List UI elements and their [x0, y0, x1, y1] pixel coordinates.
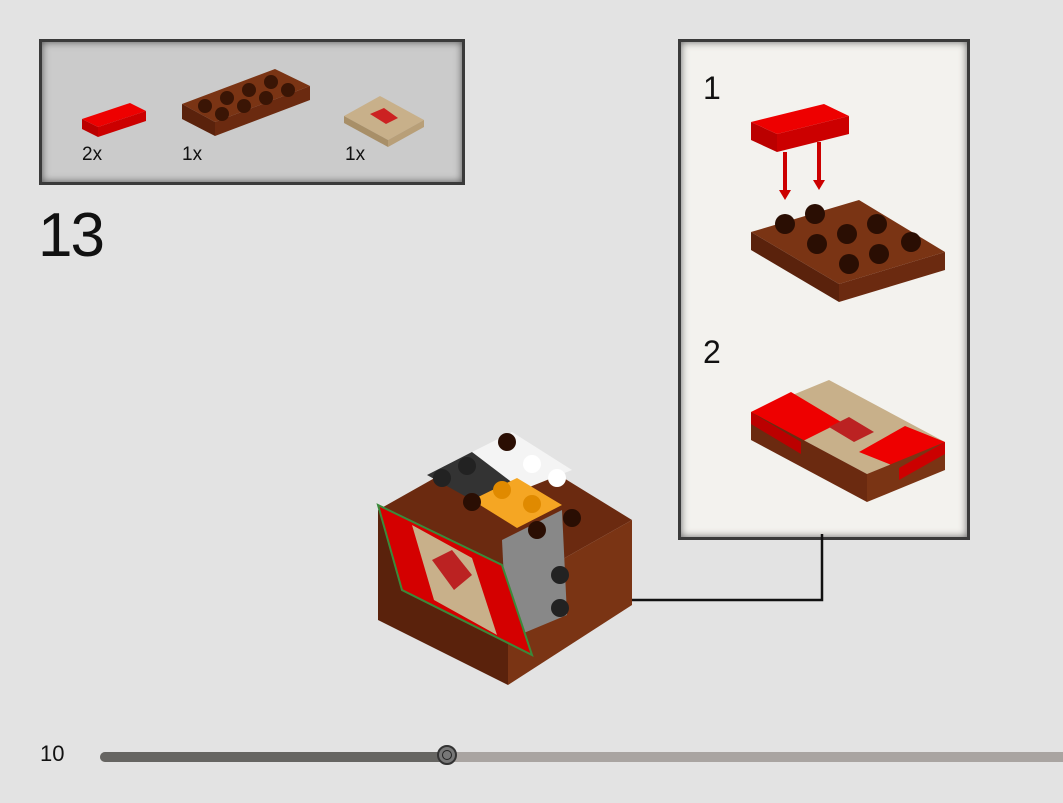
- substep-number: 2: [703, 334, 721, 370]
- part-quantity: 1x: [345, 144, 366, 165]
- substep-number: 1: [703, 70, 721, 106]
- step-number: 13: [38, 201, 105, 270]
- parts-list-panel: 2x 1x 1x: [39, 39, 465, 185]
- substep-1-illustration: [751, 104, 945, 302]
- sub-assembly-callout: 1 2: [678, 39, 970, 540]
- red-tile-part-icon: [82, 103, 146, 137]
- part-quantity: 2x: [82, 144, 103, 165]
- printed-tile-part-icon: [344, 96, 424, 147]
- page-number: 10: [40, 741, 65, 766]
- slider-fill: [100, 752, 450, 762]
- main-model-illustration: [376, 432, 632, 685]
- page-progress-slider[interactable]: [100, 745, 1063, 765]
- slider-thumb[interactable]: [437, 745, 458, 765]
- substep-2-illustration: [751, 380, 945, 502]
- brown-plate-part-icon: [182, 69, 310, 136]
- part-quantity: 1x: [182, 144, 203, 165]
